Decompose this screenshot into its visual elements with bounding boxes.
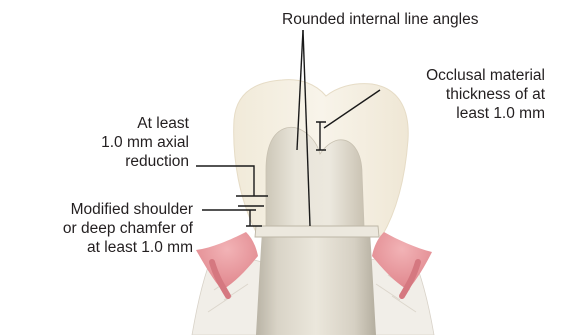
tooth-root (256, 232, 376, 335)
internal-angles-line1: Rounded internal line angles (282, 11, 478, 28)
occlusal-line3: least 1.0 mm (426, 104, 545, 123)
axial-line1: At least (101, 114, 189, 133)
margin-line3: at least 1.0 mm (63, 238, 193, 257)
axial-line2: 1.0 mm axial (101, 133, 189, 152)
label-modified-shoulder: Modified shoulder or deep chamfer of at … (63, 200, 193, 257)
axial-line3: reduction (101, 152, 189, 171)
label-axial-reduction: At least 1.0 mm axial reduction (101, 114, 189, 171)
margin-line2: or deep chamfer of (63, 219, 193, 238)
margin-line1: Modified shoulder (63, 200, 193, 219)
label-occlusal-thickness: Occlusal material thickness of at least … (426, 66, 545, 123)
prepared-tooth (266, 127, 364, 226)
occlusal-line2: thickness of at (426, 85, 545, 104)
shoulder-margin (255, 226, 379, 237)
occlusal-line1: Occlusal material (426, 66, 545, 85)
label-rounded-internal-line-angles: Rounded internal line angles (282, 10, 478, 29)
